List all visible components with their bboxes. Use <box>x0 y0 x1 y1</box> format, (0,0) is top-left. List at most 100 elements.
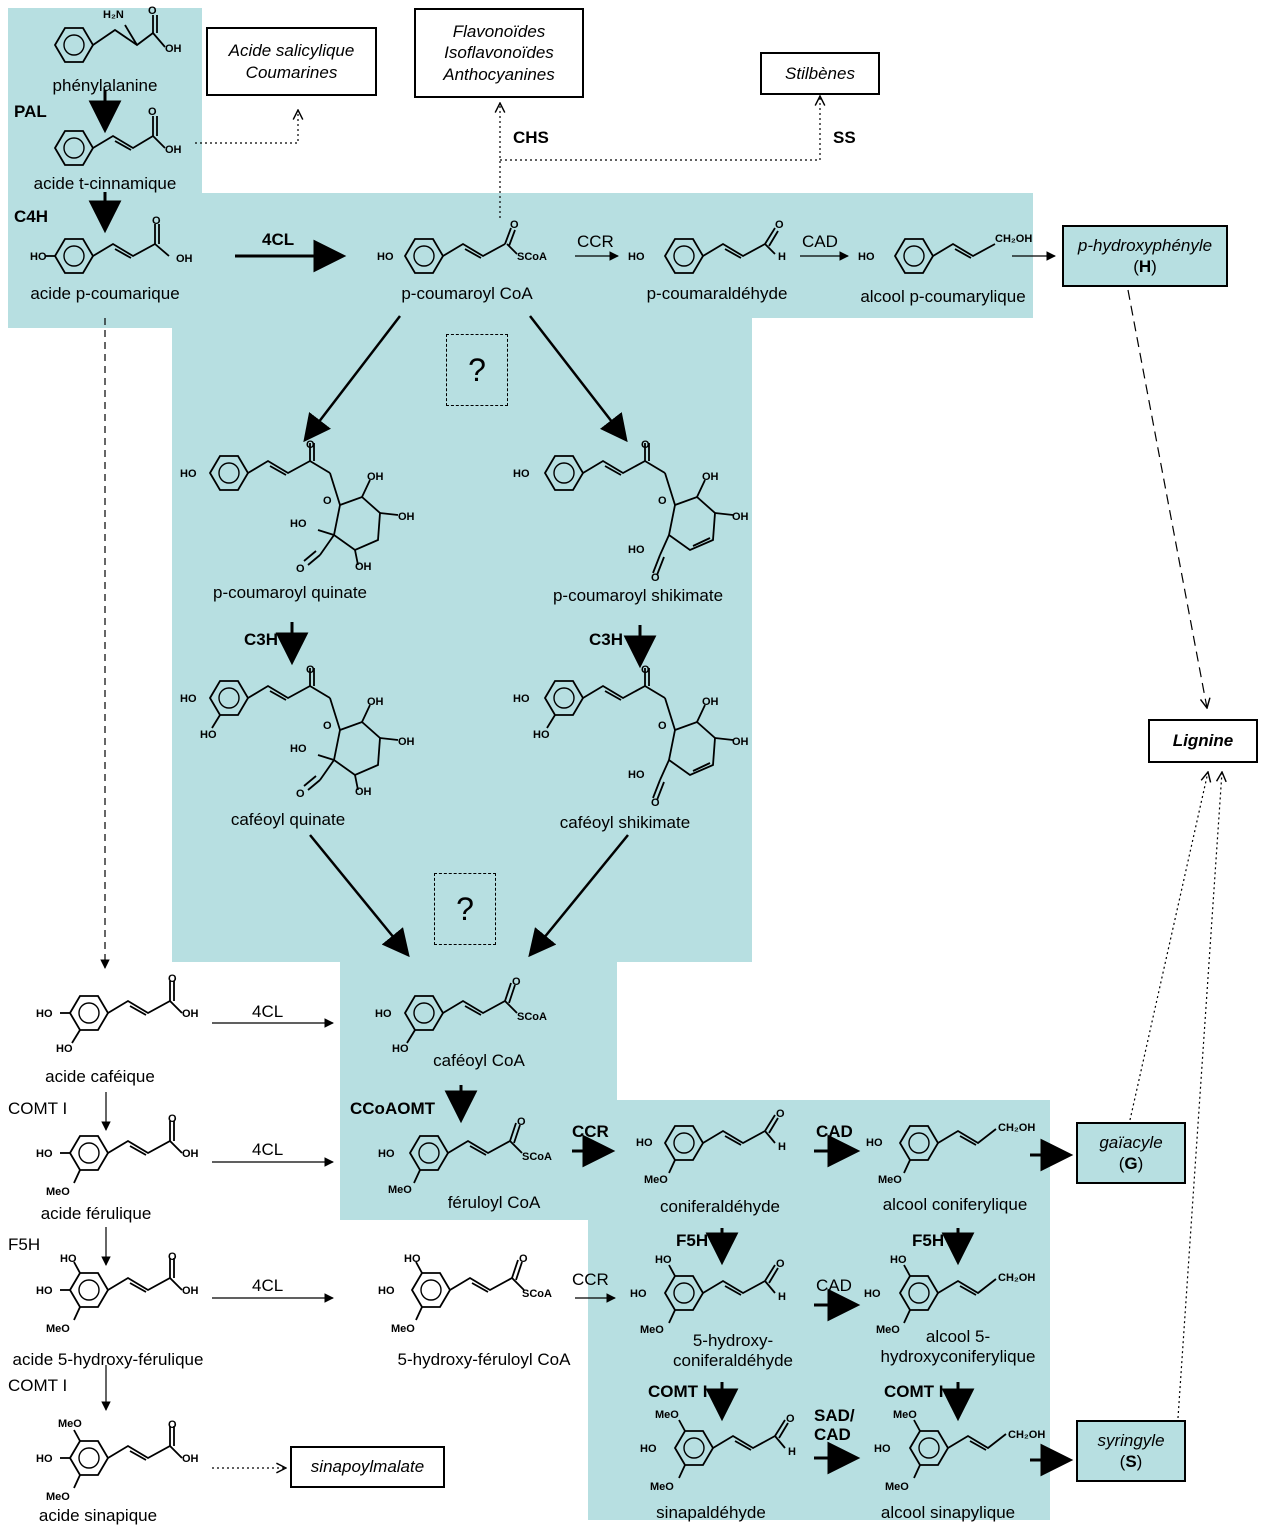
enzyme-ccr-5oh: CCR <box>572 1270 609 1289</box>
svg-text:O: O <box>658 495 667 507</box>
svg-text:OH: OH <box>182 1453 199 1465</box>
enzyme-sad-cad: SAD/ CAD <box>814 1406 855 1444</box>
stilbenes-box: Stilbènes <box>760 52 880 95</box>
lignine-label: Lignine <box>1172 731 1234 751</box>
svg-text:HO: HO <box>392 1043 409 1055</box>
svg-text:O: O <box>510 219 519 231</box>
compound-coniferyl-alcohol: alcool coniferylique <box>882 1195 1028 1214</box>
enzyme-ccoaomt: CCoAOMT <box>350 1099 435 1118</box>
enzyme-4cl-5oh: 4CL <box>252 1276 284 1295</box>
svg-text:CH₂OH: CH₂OH <box>998 1122 1035 1134</box>
coumarins-label: Coumarines <box>245 62 338 82</box>
enzyme-ccr-top: CCR <box>577 232 614 251</box>
unknown-step-label-1: ? <box>468 351 486 388</box>
svg-text:HO: HO <box>290 518 307 530</box>
lignine-box: Lignine <box>1148 719 1258 763</box>
svg-text:MeO: MeO <box>655 1409 679 1421</box>
svg-text:MeO: MeO <box>893 1409 917 1421</box>
svg-text:HO: HO <box>200 729 217 741</box>
enzyme-comt-1: COMT I <box>8 1099 68 1118</box>
svg-text:OH: OH <box>702 696 719 708</box>
salicylic-acid-label: Acide salicylique <box>228 41 355 61</box>
svg-text:MeO: MeO <box>878 1174 902 1186</box>
svg-text:HO: HO <box>630 1288 647 1300</box>
isoflavonoids-label: Isoflavonoïdes <box>444 43 554 63</box>
stilbenes-label: Stilbènes <box>785 63 855 83</box>
svg-text:OH: OH <box>702 471 719 483</box>
sinapoylmalate-box: sinapoylmalate <box>290 1446 445 1488</box>
svg-text:CH₂OH: CH₂OH <box>995 233 1032 245</box>
svg-text:O: O <box>512 976 521 988</box>
compound-5-hydroxyconiferyl-alcohol-line2: hydroxyconiferylique <box>880 1347 1036 1367</box>
svg-text:HO: HO <box>890 1254 907 1266</box>
svg-text:MeO: MeO <box>388 1184 412 1196</box>
svg-text:HO: HO <box>655 1254 672 1266</box>
coniferyl-alcohol-structure <box>898 1125 997 1174</box>
compound-5-hydroxyconiferaldehyde: 5-hydroxy- coniferaldéhyde <box>673 1331 793 1372</box>
compound-cafeoyl-shikimate: caféoyl shikimate <box>559 813 691 832</box>
enzyme-cad-label: CAD <box>814 1424 851 1444</box>
compound-p-coumaric-acid: acide p-coumarique <box>30 284 180 303</box>
svg-text:HO: HO <box>858 251 875 263</box>
flavonoids-label: Flavonoïdes <box>452 22 546 42</box>
svg-text:HO: HO <box>640 1443 657 1455</box>
sinapyl-alcohol-structure <box>908 1419 1007 1479</box>
svg-text:O: O <box>168 1419 177 1431</box>
enzyme-cad-top: CAD <box>802 232 838 251</box>
svg-text:O: O <box>658 720 667 732</box>
svg-text:HO: HO <box>180 693 197 705</box>
svg-text:HO: HO <box>628 251 645 263</box>
compound-cafeoyl-coa: caféoyl CoA <box>433 1051 525 1070</box>
g-unit-name: gaïacyle <box>1099 1132 1163 1152</box>
svg-text:OH: OH <box>355 786 372 798</box>
enzyme-c4h: C4H <box>14 207 49 226</box>
svg-text:SCoA: SCoA <box>517 1011 547 1023</box>
5-hydroxyconiferyl-alcohol-structure <box>898 1264 997 1324</box>
enzyme-4cl-caffeic: 4CL <box>252 1002 284 1021</box>
svg-text:O: O <box>786 1413 795 1425</box>
svg-text:CH₂OH: CH₂OH <box>998 1272 1035 1284</box>
compound-5-hydroxyferuloyl-coa: 5-hydroxy-féruloyl CoA <box>397 1350 571 1369</box>
compound-p-coumaroyl-coa: p-coumaroyl CoA <box>401 284 533 303</box>
svg-text:SCoA: SCoA <box>522 1288 552 1300</box>
svg-text:O: O <box>323 720 332 732</box>
compound-5-hydroxyconiferyl-alcohol-line1: alcool 5- <box>925 1327 991 1346</box>
svg-text:CH₂OH: CH₂OH <box>1008 1429 1045 1441</box>
svg-text:HO: HO <box>513 468 530 480</box>
svg-text:OH: OH <box>367 471 384 483</box>
svg-text:SCoA: SCoA <box>517 251 547 263</box>
svg-text:MeO: MeO <box>640 1324 664 1336</box>
svg-text:HO: HO <box>866 1137 883 1149</box>
svg-text:HO: HO <box>36 1285 53 1297</box>
svg-text:O: O <box>651 797 660 809</box>
p-coumaroyl-coa-structure <box>403 227 518 274</box>
compound-ferulic-acid: acide férulique <box>40 1204 152 1223</box>
molecule-structures <box>45 15 1007 1489</box>
sinapaldehyde-structure <box>673 1419 789 1479</box>
svg-text:HO: HO <box>513 693 530 705</box>
svg-text:HO: HO <box>375 1008 392 1020</box>
compound-feruloyl-coa: féruloyl CoA <box>447 1193 541 1212</box>
svg-text:O: O <box>517 1116 526 1128</box>
h-unit-box: p-hydroxyphényle (H) <box>1062 225 1228 287</box>
svg-text:O: O <box>651 572 660 584</box>
enzyme-cad-5oh: CAD <box>816 1276 852 1295</box>
g-unit-letter: G <box>1124 1154 1138 1173</box>
enzyme-comt-aldehyde: COMT I <box>648 1382 708 1401</box>
enzyme-4cl-ferulic: 4CL <box>252 1140 284 1159</box>
svg-text:HO: HO <box>864 1288 881 1300</box>
svg-text:O: O <box>168 1113 177 1125</box>
svg-text:OH: OH <box>398 511 415 523</box>
flavonoids-box: Flavonoïdes Isoflavonoïdes Anthocyanines <box>414 8 584 98</box>
enzyme-cad-g: CAD <box>816 1122 853 1141</box>
compound-5-hydroxyferulic-acid: acide 5-hydroxy-férulique <box>12 1350 204 1369</box>
svg-text:H: H <box>778 1291 786 1303</box>
svg-text:OH: OH <box>732 511 749 523</box>
enzyme-f5h-alcohol: F5H <box>912 1231 945 1250</box>
svg-text:HO: HO <box>378 1285 395 1297</box>
unknown-step-box-1: ? <box>446 334 508 406</box>
svg-text:HO: HO <box>36 1148 53 1160</box>
g-unit-box: gaïacyle (G) <box>1076 1122 1186 1184</box>
compound-cafeoyl-quinate: caféoyl quinate <box>230 810 346 829</box>
